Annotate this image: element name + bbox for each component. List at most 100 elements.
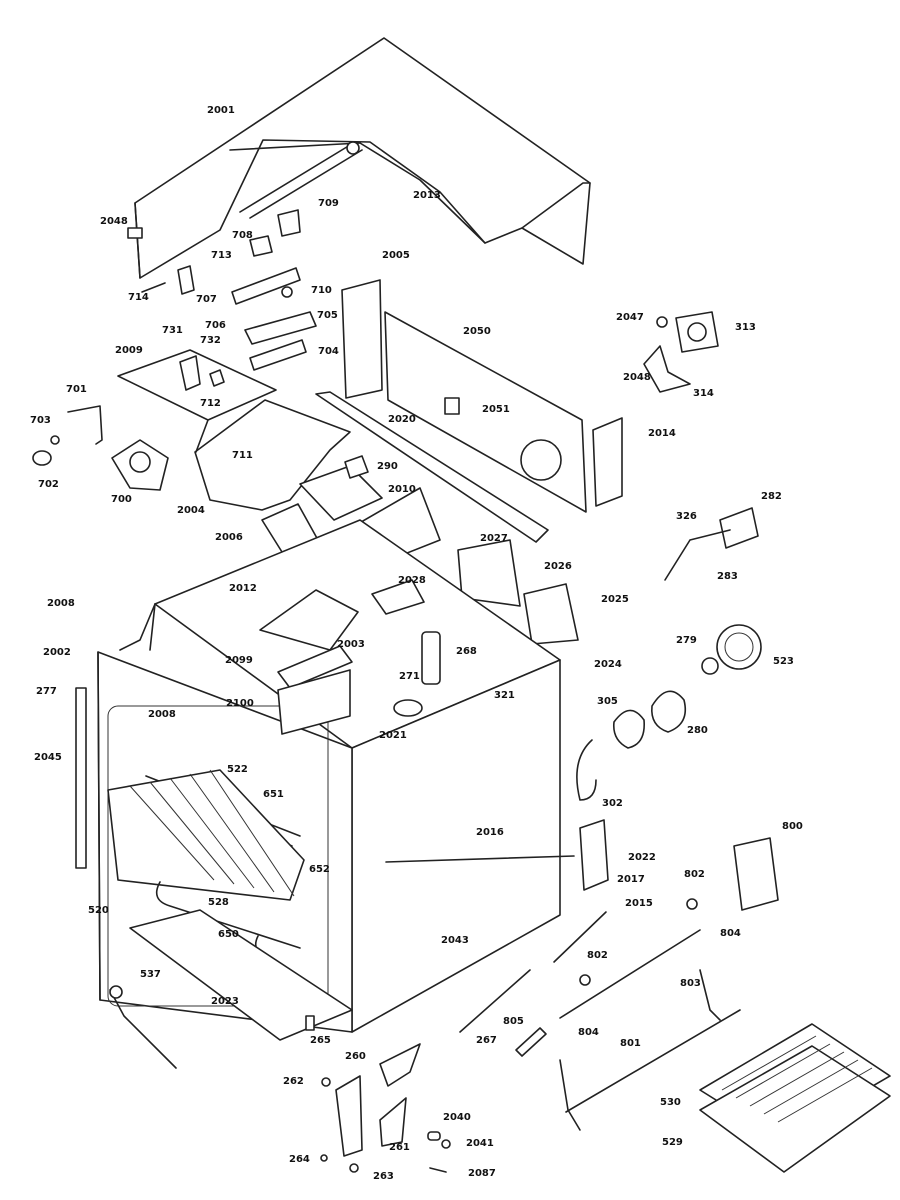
- part-label-522: 522: [227, 764, 248, 775]
- part-label-530: 530: [660, 1097, 681, 1108]
- part-label-2026: 2026: [544, 561, 572, 572]
- part-label-2012: 2012: [229, 583, 257, 594]
- part-label-731: 731: [162, 325, 183, 336]
- part-label-271: 271: [399, 671, 420, 682]
- part-label-2048: 2048: [100, 216, 128, 227]
- part-label-2013: 2013: [413, 190, 441, 201]
- part-label-2047: 2047: [616, 312, 644, 323]
- part-label-267: 267: [476, 1035, 497, 1046]
- part-label-702: 702: [38, 479, 59, 490]
- part-label-2002: 2002: [43, 647, 71, 658]
- part-label-282: 282: [761, 491, 782, 502]
- bottom-small-parts: [109, 985, 451, 1173]
- part-label-2009: 2009: [115, 345, 143, 356]
- part-label-2045: 2045: [34, 752, 62, 763]
- inner-top-panel: [117, 349, 351, 511]
- part-label-277: 277: [36, 686, 57, 697]
- part-label-528: 528: [208, 897, 229, 908]
- part-label-520: 520: [88, 905, 109, 916]
- part-label-2048: 2048: [623, 372, 651, 383]
- part-label-705: 705: [317, 310, 338, 321]
- part-label-321: 321: [494, 690, 515, 701]
- rear-panel: [341, 279, 623, 513]
- part-label-711: 711: [232, 450, 253, 461]
- part-label-279: 279: [676, 635, 697, 646]
- part-label-268: 268: [456, 646, 477, 657]
- part-label-326: 326: [676, 511, 697, 522]
- part-label-703: 703: [30, 415, 51, 426]
- part-label-2025: 2025: [601, 594, 629, 605]
- part-label-2015: 2015: [625, 898, 653, 909]
- part-label-2014: 2014: [648, 428, 676, 439]
- part-label-2017: 2017: [617, 874, 645, 885]
- part-label-804: 804: [578, 1027, 599, 1038]
- part-label-263: 263: [373, 1171, 394, 1182]
- part-label-2021: 2021: [379, 730, 407, 741]
- part-label-2005: 2005: [382, 250, 410, 261]
- part-label-2001: 2001: [207, 105, 235, 116]
- lower-right-hardware: [385, 819, 779, 1131]
- part-label-261: 261: [389, 1142, 410, 1153]
- part-label-2087: 2087: [468, 1168, 496, 1179]
- part-label-701: 701: [66, 384, 87, 395]
- part-label-262: 262: [283, 1076, 304, 1087]
- part-label-2050: 2050: [463, 326, 491, 337]
- part-label-704: 704: [318, 346, 339, 357]
- part-label-2008: 2008: [148, 709, 176, 720]
- ductwork: [261, 391, 579, 645]
- part-label-708: 708: [232, 230, 253, 241]
- part-label-2051: 2051: [482, 404, 510, 415]
- part-label-2024: 2024: [594, 659, 622, 670]
- part-label-706: 706: [205, 320, 226, 331]
- part-label-2016: 2016: [476, 827, 504, 838]
- part-label-2004: 2004: [177, 505, 205, 516]
- part-label-2028: 2028: [398, 575, 426, 586]
- latch-parts-cluster: [141, 209, 317, 371]
- part-label-803: 803: [680, 978, 701, 989]
- convection-fan-motor: [643, 311, 719, 393]
- part-label-652: 652: [309, 864, 330, 875]
- broiler-pan: [699, 1023, 891, 1173]
- part-label-801: 801: [620, 1038, 641, 1049]
- right-side-components: [576, 507, 762, 801]
- part-label-264: 264: [289, 1154, 310, 1165]
- part-label-714: 714: [128, 292, 149, 303]
- part-label-537: 537: [140, 969, 161, 980]
- part-label-709: 709: [318, 198, 339, 209]
- part-label-529: 529: [662, 1137, 683, 1148]
- part-label-802: 802: [587, 950, 608, 961]
- part-label-713: 713: [211, 250, 232, 261]
- part-label-710: 710: [311, 285, 332, 296]
- part-label-313: 313: [735, 322, 756, 333]
- part-label-2027: 2027: [480, 533, 508, 544]
- part-label-2040: 2040: [443, 1112, 471, 1123]
- part-label-280: 280: [687, 725, 708, 736]
- part-label-651: 651: [263, 789, 284, 800]
- part-label-2003: 2003: [337, 639, 365, 650]
- part-label-2010: 2010: [388, 484, 416, 495]
- part-label-805: 805: [503, 1016, 524, 1027]
- part-label-2041: 2041: [466, 1138, 494, 1149]
- part-label-804: 804: [720, 928, 741, 939]
- door-lock-assembly: [32, 405, 169, 491]
- part-label-260: 260: [345, 1051, 366, 1062]
- oven-body: [75, 519, 561, 1041]
- part-label-2006: 2006: [215, 532, 243, 543]
- part-label-523: 523: [773, 656, 794, 667]
- part-label-2099: 2099: [225, 655, 253, 666]
- part-label-650: 650: [218, 929, 239, 940]
- part-label-290: 290: [377, 461, 398, 472]
- part-label-305: 305: [597, 696, 618, 707]
- part-label-2023: 2023: [211, 996, 239, 1007]
- part-label-265: 265: [310, 1035, 331, 1046]
- part-label-283: 283: [717, 571, 738, 582]
- part-label-712: 712: [200, 398, 221, 409]
- top-wrapper-panel: [127, 37, 591, 279]
- part-label-800: 800: [782, 821, 803, 832]
- part-label-700: 700: [111, 494, 132, 505]
- part-label-2020: 2020: [388, 414, 416, 425]
- part-label-2022: 2022: [628, 852, 656, 863]
